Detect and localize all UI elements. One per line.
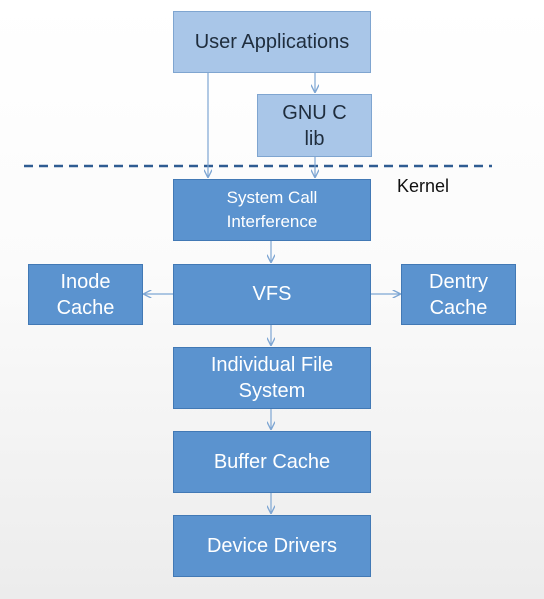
- inode-cache-box: Inode Cache: [28, 264, 143, 325]
- vfs-box: VFS: [173, 264, 371, 325]
- user-applications-box: User Applications: [173, 11, 371, 73]
- individual-file-system-box: Individual File System: [173, 347, 371, 409]
- dentry-cache-box: Dentry Cache: [401, 264, 516, 325]
- buffer-cache-box: Buffer Cache: [173, 431, 371, 493]
- gnu-c-lib-box: GNU C lib: [257, 94, 372, 157]
- device-drivers-box: Device Drivers: [173, 515, 371, 577]
- kernel-label: Kernel: [397, 176, 450, 196]
- system-call-interference-box: System Call Interference: [173, 179, 371, 241]
